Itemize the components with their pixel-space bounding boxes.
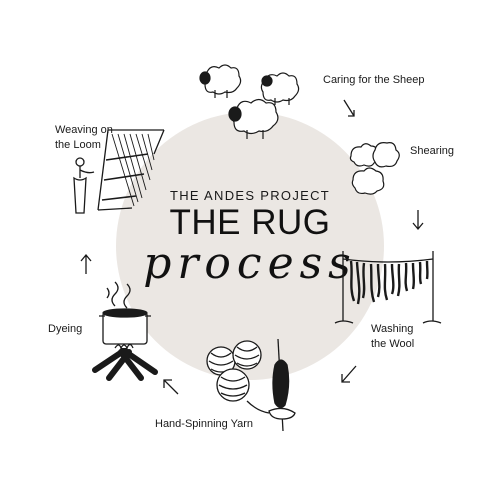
step-label-caring: Caring for the Sheep — [323, 74, 425, 86]
weaver-loom-icon — [68, 120, 168, 220]
center-circle — [116, 112, 384, 380]
arrow-to-shearing-icon — [343, 99, 355, 117]
step-label-weaving: Weaving on the Loom — [55, 124, 113, 151]
arrow-to-washing-icon — [412, 210, 424, 231]
step-label-spinning: Hand-Spinning Yarn — [155, 418, 254, 430]
process-script-title: process — [143, 238, 357, 289]
arrow-to-spinning-icon — [341, 365, 357, 383]
drying-wool-line-icon — [333, 245, 445, 327]
yarn-and-spindle-icon — [203, 335, 313, 435]
project-subtitle: THE ANDES PROJECT — [169, 188, 331, 203]
wool-tufts-icon — [345, 140, 405, 202]
arrow-to-dyeing-icon — [163, 379, 179, 395]
page-title: THE RUG — [169, 203, 331, 242]
step-label-shearing: Shearing — [410, 145, 455, 157]
step-label-washing: Washing the Wool — [371, 323, 415, 350]
arrow-to-weaving-icon — [80, 253, 92, 274]
step-label-dyeing: Dyeing — [48, 323, 83, 335]
sheep-icon — [195, 60, 315, 142]
dye-pot-fire-icon — [85, 280, 165, 382]
